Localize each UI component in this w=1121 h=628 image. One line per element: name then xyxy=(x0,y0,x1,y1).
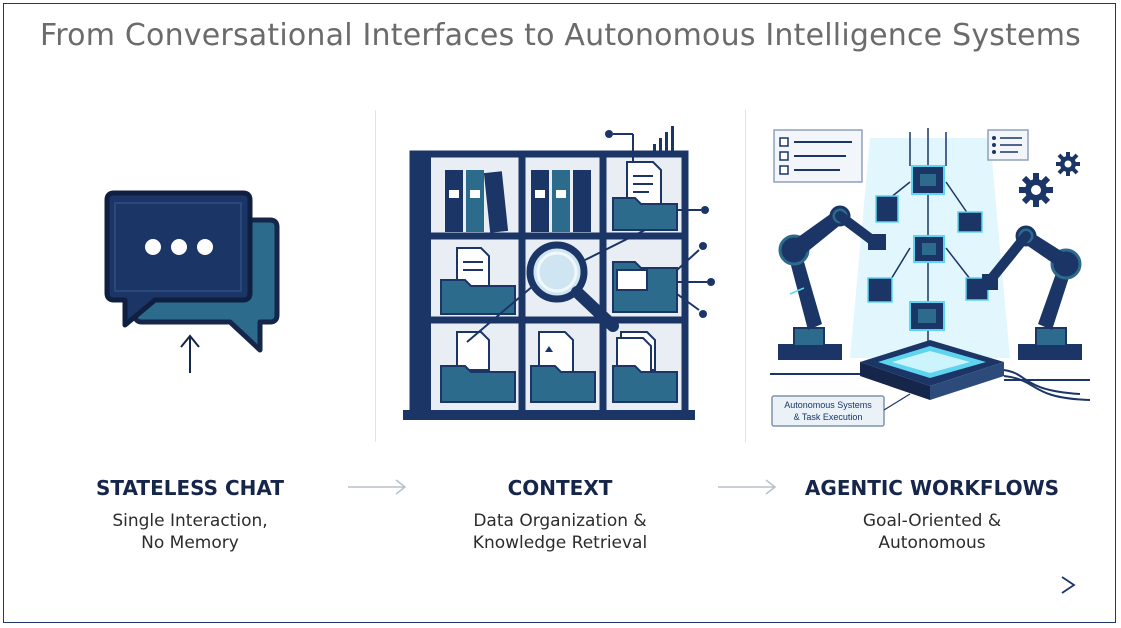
progression-arrow xyxy=(42,576,1076,594)
stage-desc-context: Data Organization & Knowledge Retrieval xyxy=(410,510,710,554)
stage-desc-line: Knowledge Retrieval xyxy=(472,533,648,553)
stage-desc-stateless: Single Interaction, No Memory xyxy=(40,510,340,554)
stage-label-stateless: STATELESS CHAT xyxy=(96,476,284,500)
arrow-right-icon xyxy=(348,479,407,495)
stage-desc-line: Goal-Oriented & xyxy=(862,511,1002,531)
agentic-caption-line1: Autonomous Systems xyxy=(784,400,872,410)
stage-label-context: CONTEXT xyxy=(507,476,613,500)
divider-left xyxy=(375,110,376,442)
arrow-right-icon xyxy=(718,479,777,495)
stage-desc-line: Single Interaction, xyxy=(112,511,268,531)
page-title: From Conversational Interfaces to Autono… xyxy=(40,18,1081,53)
stage-desc-line: Autonomous xyxy=(878,533,986,553)
stage-desc-line: Data Organization & xyxy=(473,511,647,531)
robot-arms-network-icon: Autonomous Systems & Task Execution xyxy=(770,128,1091,427)
stage-label-agentic: AGENTIC WORKFLOWS xyxy=(804,476,1060,500)
divider-right xyxy=(745,110,746,442)
bookshelf-search-icon xyxy=(403,126,715,420)
chat-bubbles-icon xyxy=(104,190,280,373)
agentic-caption-line2: & Task Execution xyxy=(794,412,863,422)
stage-desc-agentic: Goal-Oriented & Autonomous xyxy=(782,510,1082,554)
stage-desc-line: No Memory xyxy=(141,533,239,553)
